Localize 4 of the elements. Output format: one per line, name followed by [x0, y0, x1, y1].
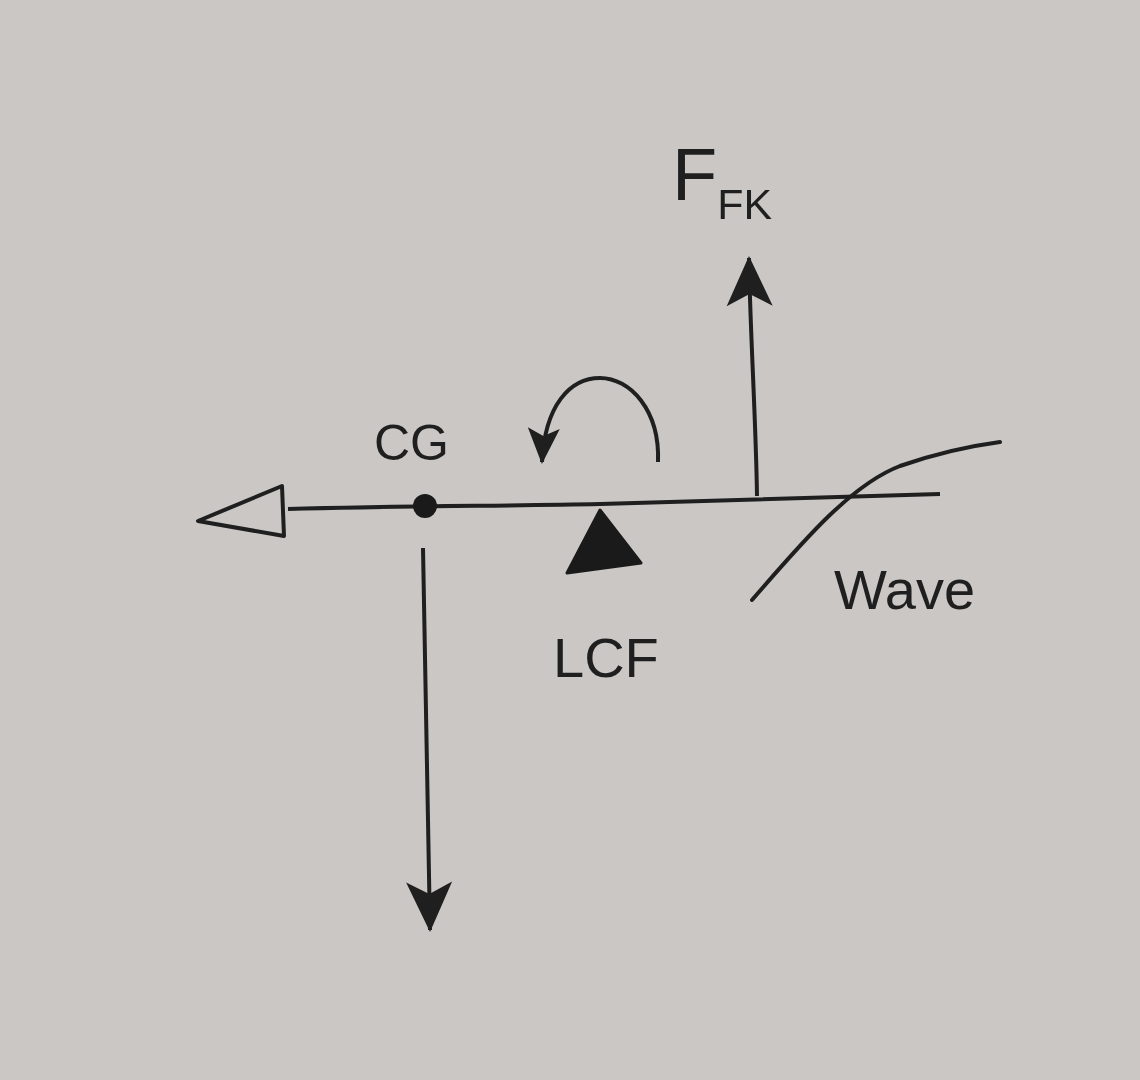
point-label: CG — [374, 418, 449, 468]
force-label: F$_{FK}$ — [672, 138, 773, 227]
fulcrum-label: LCF — [553, 630, 659, 686]
wave-label: Wave — [834, 562, 976, 618]
